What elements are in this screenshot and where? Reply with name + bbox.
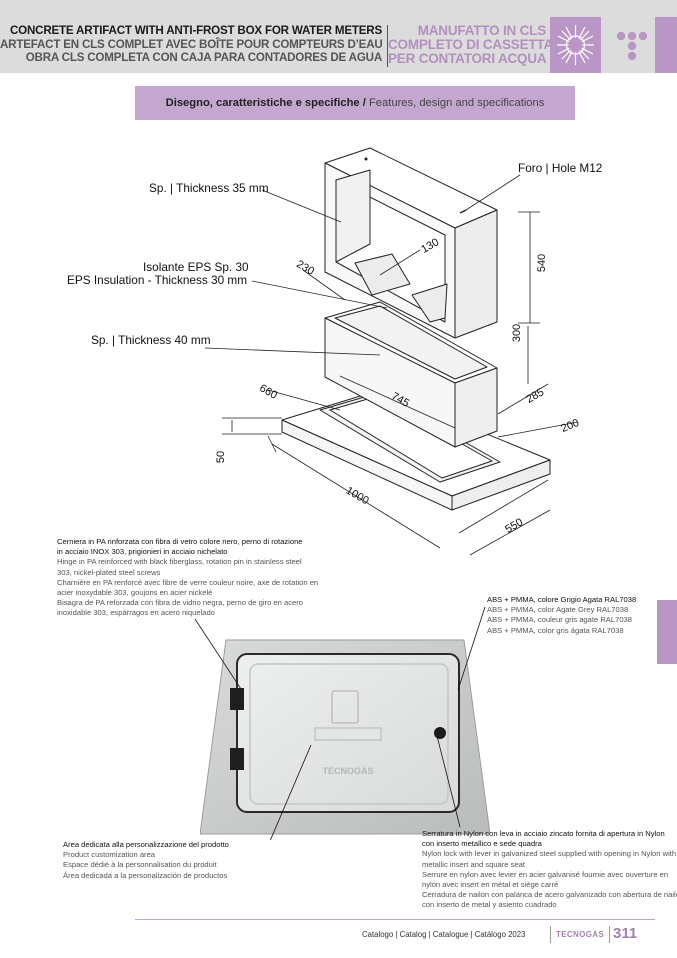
- note-lock-line: Nylon lock with lever in galvanized stee…: [422, 849, 677, 859]
- technical-drawing: [204, 147, 579, 556]
- note-custom-line: Product customization area: [63, 850, 156, 860]
- note-custom-line: Área dedicada a la personalización de pr…: [63, 870, 228, 880]
- label-insulation-it: Isolante EPS Sp. 30: [143, 260, 249, 274]
- title-fr: ARTEFACT EN CLS COMPLET AVEC BOÎTE POUR …: [0, 37, 383, 51]
- title-it-line-1: MANUFATTO IN CLS: [417, 23, 546, 38]
- note-custom: Area dedicata alla personalizzazione del…: [63, 840, 229, 881]
- header-title-it: MANUFATTO IN CLS COMPLETO DI CASSETTA PE…: [388, 23, 554, 67]
- section-title: Disegno, caratteristiche e specifiche / …: [135, 86, 575, 120]
- footer-rule: [135, 919, 655, 920]
- label-insulation-en: EPS Insulation - Thickness 30 mm: [67, 273, 248, 287]
- dimension-300: 300: [511, 323, 524, 343]
- note-lock-line: Cerradura de nailon con palanca de acero…: [422, 890, 677, 900]
- section-title-bold: Disegno, caratteristiche e specifiche /: [165, 97, 366, 109]
- snowflake-icon: [557, 25, 594, 65]
- note-lock-line: nylon avec insert en métal et siège carr…: [422, 880, 559, 890]
- header-tab: [655, 17, 677, 73]
- product-photo: TECNOGAS: [200, 639, 490, 835]
- note-material-line: ABS + PMMA, color Agate Grey RAL7038: [487, 605, 629, 615]
- dimension-50: 50: [215, 450, 228, 464]
- note-material-line: ABS + PMMA, couleur gris agate RAL7038: [487, 615, 632, 625]
- title-it-line-3: PER CONTATORI ACQUA: [388, 51, 547, 67]
- door-embossed-text: TECNOGAS: [322, 766, 373, 776]
- page-number: 311: [613, 925, 638, 942]
- section-banner: [135, 86, 575, 120]
- note-hinge: Cerniera in PA rinforzata con fibra di v…: [57, 537, 318, 619]
- note-material: ABS + PMMA, colore Grigio Agata RAL7038 …: [487, 595, 636, 636]
- footer-catalog: Catalogo | Catalog | Catalogue | Catálog…: [362, 930, 526, 939]
- footer-separator: [609, 926, 610, 943]
- note-hinge-line: in acciaio INOX 303, prigionieri in acci…: [57, 547, 228, 557]
- footer-separator: [550, 926, 551, 943]
- note-lock-line: Serratura in Nylon con leva in acciaio z…: [422, 829, 665, 838]
- frost-logo: [550, 17, 601, 73]
- footer-brand: TECNOGAS: [556, 930, 605, 939]
- note-hinge-line: Charnière en PA renforcé avec fibre de v…: [57, 577, 319, 587]
- note-hinge-line: 303, nickel-plated steel screws: [57, 567, 161, 577]
- section-title-normal: Features, design and specifications: [365, 97, 545, 109]
- dimension-540: 540: [536, 253, 549, 273]
- note-material-line: ABS + PMMA, colore Grigio Agata RAL7038: [487, 595, 637, 604]
- note-hinge-line: Hinge in PA reinforced with black fiberg…: [57, 557, 302, 567]
- note-hinge-line: Bisagra de PA reforzada con fibra de vid…: [57, 598, 303, 608]
- note-lock-line: metallic insert and square seat: [422, 859, 525, 869]
- label-thickness-35: Sp. | Thickness 35 mm: [149, 181, 269, 195]
- note-hinge-line: inoxidable 303, espárragos en acero niqu…: [57, 608, 215, 618]
- note-lock-line: con inserto de metal y asiento cuadrado: [422, 900, 557, 910]
- note-custom-line: Area dedicata alla personalizzazione del…: [63, 840, 229, 849]
- note-hinge-line: acier inoxydable 303, goujons en acier n…: [57, 588, 213, 598]
- note-hinge-line: Cerniera in PA rinforzata con fibra di v…: [57, 537, 303, 546]
- header-titles: CONCRETE ARTIFACT WITH ANTI-FROST BOX FO…: [0, 24, 383, 65]
- side-tab: [657, 600, 677, 664]
- note-material-line: ABS + PMMA, color gris ágata RAL7038: [487, 625, 624, 635]
- label-hole: Foro | Hole M12: [518, 161, 603, 175]
- title-it-line-2: COMPLETO DI CASSETTA: [388, 37, 554, 53]
- photo-leaders: [194, 606, 486, 840]
- label-thickness-40: Sp. | Thickness 40 mm: [91, 333, 211, 347]
- note-custom-line: Espace dédié à la personnalisation du pr…: [63, 860, 217, 870]
- brand-dots-icon: [612, 30, 652, 62]
- title-es: OBRA CLS COMPLETA CON CAJA PARA CONTADOR…: [25, 51, 382, 64]
- note-lock-line: Serrure en nylon avec levier en acier ga…: [422, 869, 669, 879]
- note-lock-line: con inserto metallico e sede quadra: [422, 839, 542, 849]
- title-en: CONCRETE ARTIFACT WITH ANTI-FROST BOX FO…: [10, 24, 382, 37]
- note-lock: Serratura in Nylon con leva in acciaio z…: [422, 829, 677, 911]
- header-divider: [387, 25, 388, 67]
